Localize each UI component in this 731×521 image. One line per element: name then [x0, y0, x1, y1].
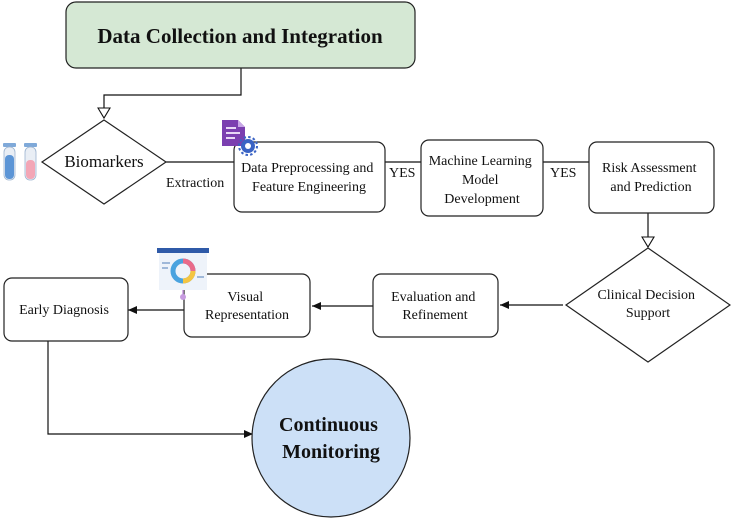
edge-label-yes-1: YES: [389, 166, 415, 181]
node-visual-line1: Visual: [227, 290, 263, 305]
arrowhead-open: [97, 107, 111, 120]
node-preprocessing-label: Data Preprocessing and Feature Engineeri…: [241, 161, 377, 195]
node-risk-line2: and Prediction: [610, 180, 691, 195]
node-risk-label: Risk Assessment and Prediction: [602, 161, 700, 195]
node-ml-model-line1: Machine Learning: [429, 154, 532, 169]
edge-label-yes-2: YES: [550, 166, 576, 181]
node-ml-model-line2: Model: [462, 173, 499, 188]
node-clinical: [564, 247, 731, 363]
arrowhead-open: [641, 236, 655, 249]
node-preprocessing-line1: Data Preprocessing and: [241, 161, 373, 176]
edge-label-extraction: Extraction: [166, 176, 224, 191]
node-visual-label: Visual Representation: [205, 290, 289, 323]
connector-collection-to-biomarkers: [103, 68, 242, 108]
node-visual: [183, 273, 311, 338]
node-monitoring-line1: Continuous: [279, 414, 378, 436]
node-evaluation-line2: Refinement: [402, 308, 467, 323]
document-gear-icon: [222, 120, 258, 156]
node-data-collection: [65, 1, 416, 69]
node-evaluation-line1: Evaluation and: [391, 290, 475, 305]
node-ml-model-label: Machine Learning Model Development: [429, 154, 536, 207]
node-early-diagnosis-label: Early Diagnosis: [19, 303, 109, 318]
node-monitoring-label: Continuous Monitoring: [279, 414, 383, 463]
node-monitoring-line2: Monitoring: [282, 441, 380, 463]
node-clinical-line1: Clinical Decision: [597, 288, 695, 303]
node-preprocessing: [233, 141, 386, 213]
dashboard-chart-icon: [157, 248, 209, 300]
node-data-collection-label: Data Collection and Integration: [97, 24, 383, 48]
node-visual-line2: Representation: [205, 308, 289, 323]
node-ml-model: [420, 139, 544, 217]
node-early-diagnosis: [3, 277, 129, 342]
node-biomarkers: [40, 119, 168, 205]
node-biomarkers-label: Biomarkers: [64, 152, 143, 171]
node-clinical-line2: Support: [626, 306, 670, 321]
node-risk: [588, 141, 715, 214]
node-preprocessing-line2: Feature Engineering: [252, 180, 366, 195]
test-tubes-icon: [3, 143, 37, 181]
node-ml-model-line3: Development: [444, 192, 520, 207]
node-evaluation: [372, 273, 499, 338]
arrow-early-to-monitoring: [47, 341, 253, 438]
node-risk-line1: Risk Assessment: [602, 161, 697, 176]
node-monitoring: [251, 358, 411, 518]
node-evaluation-label: Evaluation and Refinement: [391, 290, 479, 323]
node-clinical-label: Clinical Decision Support: [597, 288, 698, 321]
